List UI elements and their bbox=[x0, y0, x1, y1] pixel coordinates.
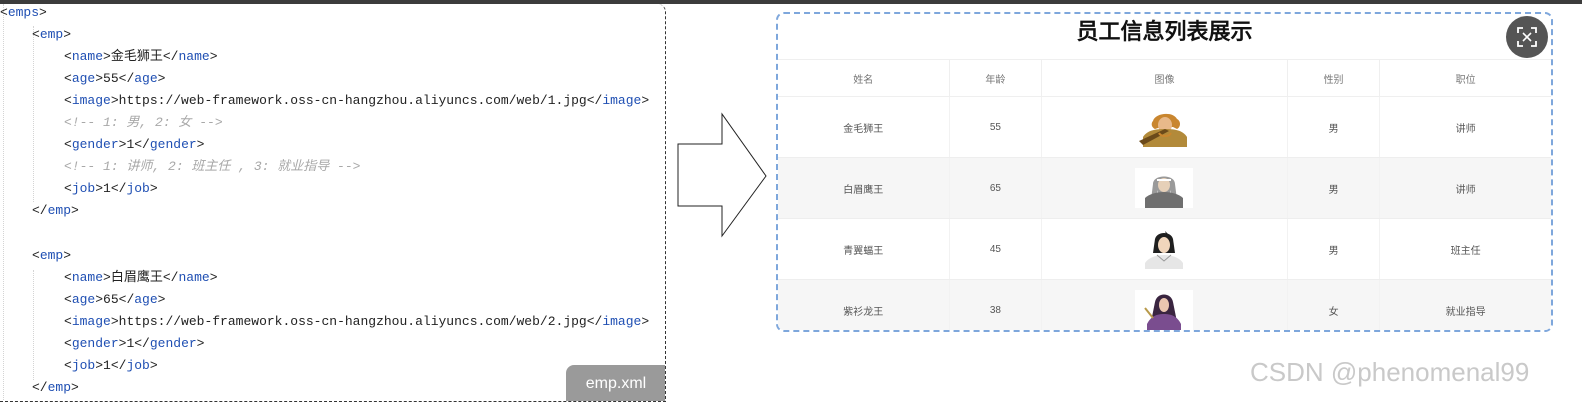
employee-table: 姓名 年龄 图像 性别 职位 金毛狮王 55 bbox=[778, 59, 1551, 330]
cell-job: 讲师 bbox=[1379, 157, 1551, 219]
cell-image bbox=[1041, 96, 1288, 158]
screenshot-scan-icon bbox=[1517, 27, 1537, 47]
cell-age: 55 bbox=[949, 96, 1043, 158]
code-line-emp-close: </emp> bbox=[32, 380, 79, 395]
column-header-age[interactable]: 年龄 bbox=[949, 59, 1043, 97]
cell-name: 白眉鹰王 bbox=[778, 157, 950, 219]
table-row: 金毛狮王 55 男 讲师 bbox=[778, 96, 1551, 158]
cell-image bbox=[1041, 157, 1288, 219]
top-dark-bar bbox=[0, 0, 1582, 4]
cell-age: 65 bbox=[949, 157, 1043, 219]
code-line-job: <job>1</job> bbox=[64, 181, 158, 196]
code-line-job: <job>1</job> bbox=[64, 358, 158, 373]
csdn-watermark: CSDN @phenomenal99 bbox=[1250, 357, 1530, 387]
cell-name: 青翼蝠王 bbox=[778, 218, 950, 280]
code-line-gender: <gender>1</gender> bbox=[64, 137, 205, 152]
indent-guide bbox=[3, 4, 4, 401]
file-tab-emp-xml[interactable]: emp.xml bbox=[566, 365, 665, 401]
cell-image bbox=[1041, 218, 1288, 280]
indent-guide bbox=[33, 26, 34, 202]
table-row: 青翼蝠王 45 男 班主任 bbox=[778, 218, 1551, 280]
cell-name: 紫衫龙王 bbox=[778, 279, 950, 330]
table-header-row: 姓名 年龄 图像 性别 职位 bbox=[778, 59, 1551, 97]
code-line-age: <age>65</age> bbox=[64, 292, 166, 307]
cell-job: 就业指导 bbox=[1379, 279, 1551, 330]
indent-guide bbox=[33, 270, 34, 380]
avatar bbox=[1135, 168, 1194, 208]
avatar bbox=[1135, 290, 1194, 330]
table-row: 紫衫龙王 38 女 就业指导 bbox=[778, 279, 1551, 330]
code-line-image: <image>https://web-framework.oss-cn-hang… bbox=[64, 93, 650, 108]
code-comment-job: <!-- 1: 讲师, 2: 班主任 , 3: 就业指导 --> bbox=[64, 159, 361, 174]
code-line-emps-open: <emps> bbox=[0, 5, 47, 20]
cell-age: 38 bbox=[949, 279, 1043, 330]
xml-code-panel: <emps> <emp> <name>金毛狮王</name> <age>55</… bbox=[0, 4, 666, 402]
cell-job: 讲师 bbox=[1379, 96, 1551, 158]
screenshot-scan-button[interactable] bbox=[1506, 16, 1548, 58]
code-line-emp-open: <emp> bbox=[32, 248, 72, 263]
code-line-emp-open: <emp> bbox=[32, 27, 72, 42]
code-line-name: <name>白眉鹰王</name> bbox=[64, 270, 218, 285]
avatar bbox=[1139, 113, 1188, 147]
right-arrow-icon bbox=[677, 112, 767, 238]
cell-gender: 男 bbox=[1287, 157, 1381, 219]
cell-gender: 女 bbox=[1287, 279, 1381, 330]
cell-gender: 男 bbox=[1287, 96, 1381, 158]
code-comment-gender: <!-- 1: 男, 2: 女 --> bbox=[64, 115, 223, 130]
code-line-emp-close: </emp> bbox=[32, 203, 79, 218]
column-header-image[interactable]: 图像 bbox=[1041, 59, 1288, 97]
cell-image bbox=[1041, 279, 1288, 330]
table-title: 员工信息列表展示 bbox=[1076, 19, 1253, 44]
code-line-image: <image>https://web-framework.oss-cn-hang… bbox=[64, 314, 650, 329]
cell-name: 金毛狮王 bbox=[778, 96, 950, 158]
employee-table-panel: 员工信息列表展示 姓名 年龄 图像 性别 职位 金毛狮王 55 bbox=[776, 12, 1553, 332]
column-header-name[interactable]: 姓名 bbox=[778, 59, 950, 97]
avatar bbox=[1145, 231, 1184, 269]
cell-age: 45 bbox=[949, 218, 1043, 280]
column-header-gender[interactable]: 性别 bbox=[1287, 59, 1381, 97]
cell-job: 班主任 bbox=[1379, 218, 1551, 280]
code-line-gender: <gender>1</gender> bbox=[64, 336, 205, 351]
column-header-job[interactable]: 职位 bbox=[1379, 59, 1551, 97]
code-line-age: <age>55</age> bbox=[64, 71, 166, 86]
cell-gender: 男 bbox=[1287, 218, 1381, 280]
table-row: 白眉鹰王 65 男 讲师 bbox=[778, 157, 1551, 219]
code-line-name: <name>金毛狮王</name> bbox=[64, 49, 218, 64]
